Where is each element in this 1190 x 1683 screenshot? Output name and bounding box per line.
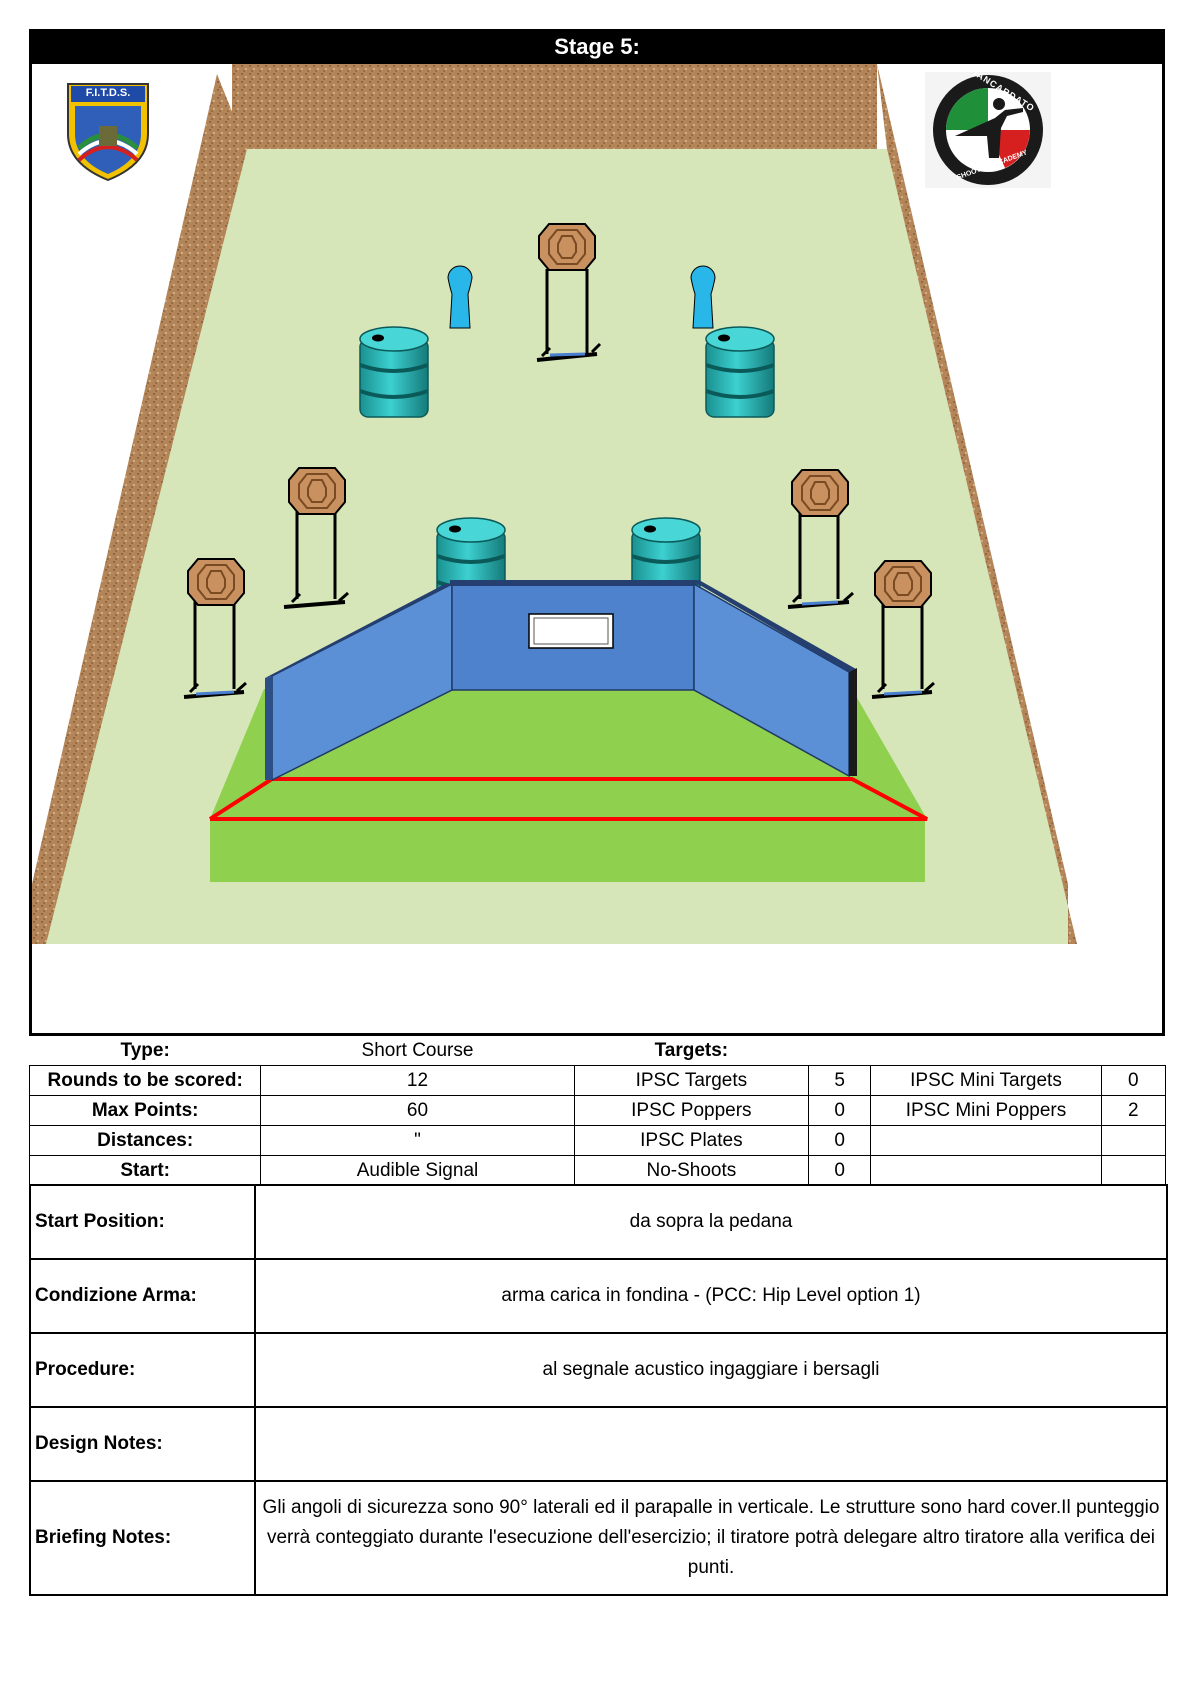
design-notes-value	[254, 1406, 1168, 1482]
start-position-label: Start Position:	[29, 1184, 256, 1260]
piancardato-logo: PIANCARDATO SHOOTING ACADEMY	[925, 64, 1051, 188]
target-count: 0	[808, 1095, 872, 1126]
target-type: IPSC Targets	[573, 1065, 810, 1096]
fitds-logo: F.I.T.D.S.	[65, 82, 151, 182]
ipsc-target-3	[183, 558, 247, 699]
ipsc-target-5	[871, 560, 935, 699]
info-row-value: 12	[260, 1065, 575, 1096]
target-type: IPSC Mini Poppers	[870, 1095, 1102, 1126]
info-row-label: Rounds to be scored:	[28, 1065, 262, 1096]
info-row-label: Max Points:	[28, 1095, 262, 1126]
ipsc-target-4	[787, 469, 854, 609]
stage-notes-table: Start Position: da sopra la pedana Condi…	[29, 1184, 1168, 1596]
start-position-value: da sopra la pedana	[254, 1184, 1168, 1260]
target-type: No-Shoots	[573, 1155, 810, 1186]
target-count	[1100, 1125, 1167, 1156]
target-count: 0	[1100, 1065, 1167, 1096]
stage-title: Stage 5:	[29, 29, 1165, 64]
procedure-row: Procedure: al segnale acustico ingaggiar…	[29, 1332, 1168, 1408]
condizione-arma-row: Condizione Arma: arma carica in fondina …	[29, 1258, 1168, 1334]
info-row-value: 60	[260, 1095, 575, 1126]
ipsc-target-2	[283, 467, 349, 609]
target-count	[1100, 1155, 1167, 1186]
wall-structure	[265, 580, 857, 782]
target-type: IPSC Mini Targets	[870, 1065, 1102, 1096]
popper-left	[447, 265, 473, 329]
condizione-arma-value: arma carica in fondina - (PCC: Hip Level…	[254, 1258, 1168, 1334]
barrel-2	[704, 325, 776, 419]
target-type: IPSC Poppers	[573, 1095, 810, 1126]
ipsc-target-1	[536, 223, 602, 362]
target-type	[870, 1155, 1102, 1186]
targets-label: Targets:	[654, 1039, 729, 1061]
target-count: 5	[808, 1065, 872, 1096]
barrel-1	[358, 325, 430, 419]
left-berm	[32, 74, 247, 944]
procedure-value: al segnale acustico ingaggiare i bersagl…	[254, 1332, 1168, 1408]
stage-info-table: Type: Short Course Targets: Rounds to be…	[28, 1036, 1167, 1186]
popper-right	[690, 265, 716, 329]
target-count: 2	[1100, 1095, 1167, 1126]
info-row-value: Audible Signal	[260, 1155, 575, 1186]
info-row: Rounds to be scored: 12 IPSC Targets 5 I…	[28, 1065, 1167, 1096]
start-position-row: Start Position: da sopra la pedana	[29, 1184, 1168, 1260]
fitds-logo-text: F.I.T.D.S.	[85, 87, 131, 99]
info-row: Distances: " IPSC Plates 0	[28, 1125, 1167, 1156]
target-count: 0	[808, 1155, 872, 1186]
info-row-label: Distances:	[28, 1125, 262, 1156]
target-type	[870, 1125, 1102, 1156]
type-row: Type: Short Course Targets:	[30, 1036, 1166, 1066]
design-notes-label: Design Notes:	[29, 1406, 256, 1482]
info-row: Max Points: 60 IPSC Poppers 0 IPSC Mini …	[28, 1095, 1167, 1126]
right-berm	[877, 64, 1077, 944]
type-value: Short Course	[361, 1039, 474, 1061]
back-berm	[232, 64, 877, 149]
stage-diagram-svg	[32, 64, 1077, 944]
briefing-notes-value: Gli angoli di sicurezza sono 90° lateral…	[254, 1480, 1168, 1596]
briefing-notes-label: Briefing Notes:	[29, 1480, 256, 1596]
target-type: IPSC Plates	[573, 1125, 810, 1156]
info-row: Start: Audible Signal No-Shoots 0	[28, 1155, 1167, 1186]
condizione-arma-label: Condizione Arma:	[29, 1258, 256, 1334]
type-label: Type:	[120, 1039, 170, 1061]
target-count: 0	[808, 1125, 872, 1156]
info-row-value: "	[260, 1125, 575, 1156]
design-notes-row: Design Notes:	[29, 1406, 1168, 1482]
info-row-label: Start:	[28, 1155, 262, 1186]
briefing-notes-row: Briefing Notes: Gli angoli di sicurezza …	[29, 1480, 1168, 1596]
procedure-label: Procedure:	[29, 1332, 256, 1408]
stage-diagram: F.I.T.D.S. PIANCARDATO SHOOTING ACADEMY	[29, 64, 1165, 1036]
